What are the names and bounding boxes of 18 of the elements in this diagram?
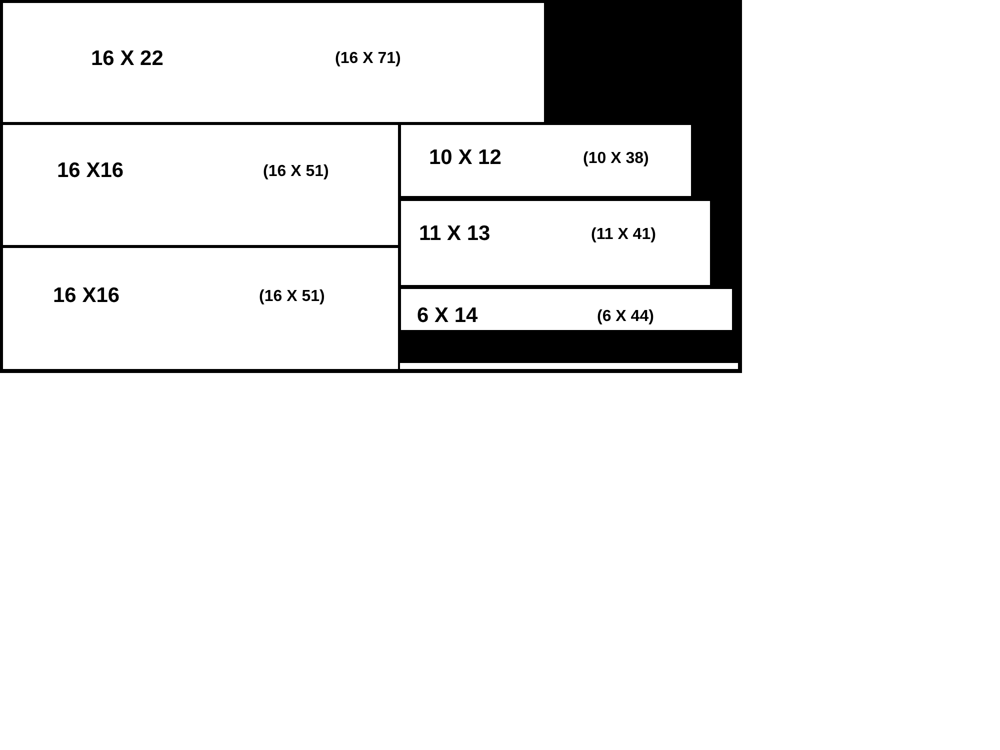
- room-area-dimension: (16 X 51): [263, 163, 329, 181]
- room-rectangle: [398, 122, 694, 199]
- room-dimension: 16 X16: [57, 159, 124, 183]
- room-rectangle: [398, 198, 713, 288]
- room-rectangle: [0, 245, 401, 372]
- room-area-dimension: (10 X 38): [583, 150, 649, 168]
- room-dimension: 11 X 13: [419, 222, 490, 246]
- room-area-dimension: (16 X 51): [259, 288, 325, 306]
- room-dimension: 16 X 22: [91, 47, 164, 71]
- room-area-dimension: (6 X 44): [597, 308, 654, 326]
- room-area-dimension: (16 X 71): [335, 50, 401, 68]
- room-dimension: 6 X 14: [417, 304, 478, 328]
- room-dimension: 10 X 12: [429, 146, 502, 170]
- room-dimension: 16 X16: [53, 284, 120, 308]
- room-rectangle: [0, 0, 547, 125]
- room-area-dimension: (11 X 41): [591, 226, 656, 244]
- room-rectangle: [0, 122, 401, 248]
- room-rectangle: [398, 286, 735, 333]
